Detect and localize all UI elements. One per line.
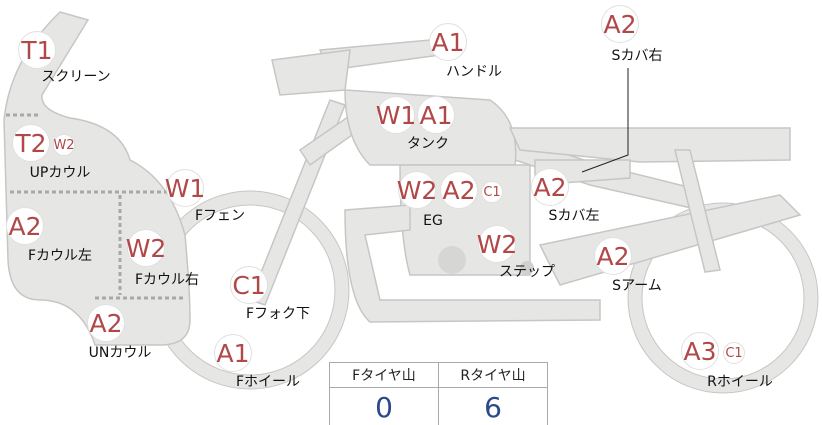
part-label[interactable]: ステップ [499,264,555,280]
damage-code-marker[interactable]: A2 [594,237,632,275]
part-label[interactable]: Sカバ右 [611,48,663,64]
damage-code-marker[interactable]: A2 [601,5,639,43]
damage-code-marker[interactable]: W1 [376,96,416,134]
part-label[interactable]: Fフェン [194,208,246,224]
damage-code-marker[interactable]: C1 [230,266,268,304]
damage-code-marker[interactable]: A1 [429,23,467,61]
damage-code-marker[interactable]: T1 [18,31,56,69]
damage-code-marker-small[interactable]: C1 [723,342,745,364]
damage-code-marker[interactable]: A2 [531,168,569,206]
damage-code-marker-small[interactable]: W2 [53,134,75,156]
exhaust-shape [344,204,601,323]
part-label[interactable]: Fカウル左 [27,248,93,264]
part-label[interactable]: ハンドル [446,64,502,80]
damage-code-marker[interactable]: T2 [12,124,50,162]
part-label[interactable]: タンク [407,136,449,152]
damage-code-marker[interactable]: W1 [165,169,205,207]
damage-code-marker-small[interactable]: C1 [481,181,503,203]
part-label[interactable]: Fホイール [235,374,301,390]
part-label[interactable]: Fカウル右 [134,272,200,288]
part-label[interactable]: UNカウル [88,345,152,361]
part-label[interactable]: UPカウル [29,165,91,181]
rear-tire-value: 6 [438,387,548,425]
damage-code-marker[interactable]: A2 [6,207,44,245]
part-label[interactable]: Rホイール [707,374,773,390]
tire-tread-table: Fタイヤ山 Rタイヤ山 0 6 [329,362,548,425]
part-label[interactable]: EG [423,213,443,229]
damage-code-marker[interactable]: A2 [440,171,478,209]
part-label[interactable]: スクリーン [41,69,111,85]
front-tire-value: 0 [329,387,439,425]
rear-tire-header: Rタイヤ山 [438,362,548,388]
damage-code-marker[interactable]: A1 [417,96,455,134]
damage-code-marker[interactable]: W2 [477,225,517,263]
damage-code-marker[interactable]: A1 [214,334,252,372]
part-label[interactable]: Fフォク下 [245,306,311,322]
part-label[interactable]: Sカバ左 [548,208,600,224]
part-label[interactable]: Sアーム [612,278,662,294]
front-tire-header: Fタイヤ山 [329,362,439,388]
damage-code-marker[interactable]: A2 [87,304,125,342]
damage-code-marker[interactable]: W2 [397,171,437,209]
damage-code-marker[interactable]: W2 [126,229,166,267]
seat-shape [508,127,791,163]
damage-code-marker[interactable]: A3 [681,332,719,370]
